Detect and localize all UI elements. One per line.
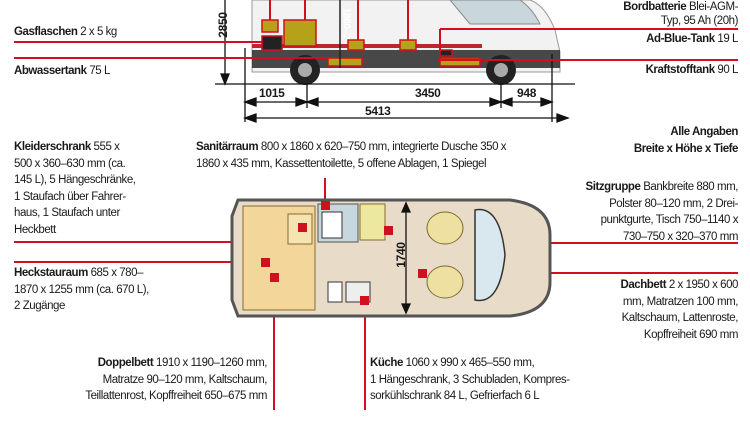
dimension-lines: [215, 0, 575, 123]
doppelbett-label: Doppelbett 1910 x 1190–1260 mm,Matratze …: [85, 357, 267, 402]
sitzgruppe-label: Sitzgruppe Bankbreite 880 mm,Polster 80–…: [585, 181, 739, 243]
inner-height-dim-label: 1860–2: [340, 7, 352, 40]
kueche-label: Küche 1060 x 990 x 465–550 mm,1 Hängesch…: [370, 357, 570, 402]
gasflaschen-label: Gasflaschen 2 x 5 kg: [14, 26, 117, 38]
adblue-label: Ad-Blue-Tank 19 L: [646, 33, 738, 45]
kraftstofftank-label: Kraftstofftank 90 L: [645, 64, 739, 76]
wheelbase-dim: 3450: [415, 86, 441, 100]
height-dim-label: 2850: [215, 12, 230, 38]
sanitaerraum-label: Sanitärraum 800 x 1860 x 620–750 mm, int…: [196, 141, 507, 170]
abwassertank-label: Abwassertank 75 L: [14, 65, 110, 77]
total-length-dim: 5413: [365, 104, 391, 118]
rear-overhang-dim: 1015: [259, 86, 285, 100]
width-dim-label: 1740: [393, 242, 408, 268]
floorplan: [230, 198, 552, 318]
front-overhang-dim: 948: [517, 86, 537, 100]
heckstauraum-label: Heckstauraum 685 x 780–1870 x 1255 mm (c…: [14, 267, 149, 312]
vehicle-side-view: [251, 0, 561, 85]
bordbatterie-label: Bordbatterie Blei-AGM-Typ, 95 Ah (20h): [623, 1, 738, 27]
